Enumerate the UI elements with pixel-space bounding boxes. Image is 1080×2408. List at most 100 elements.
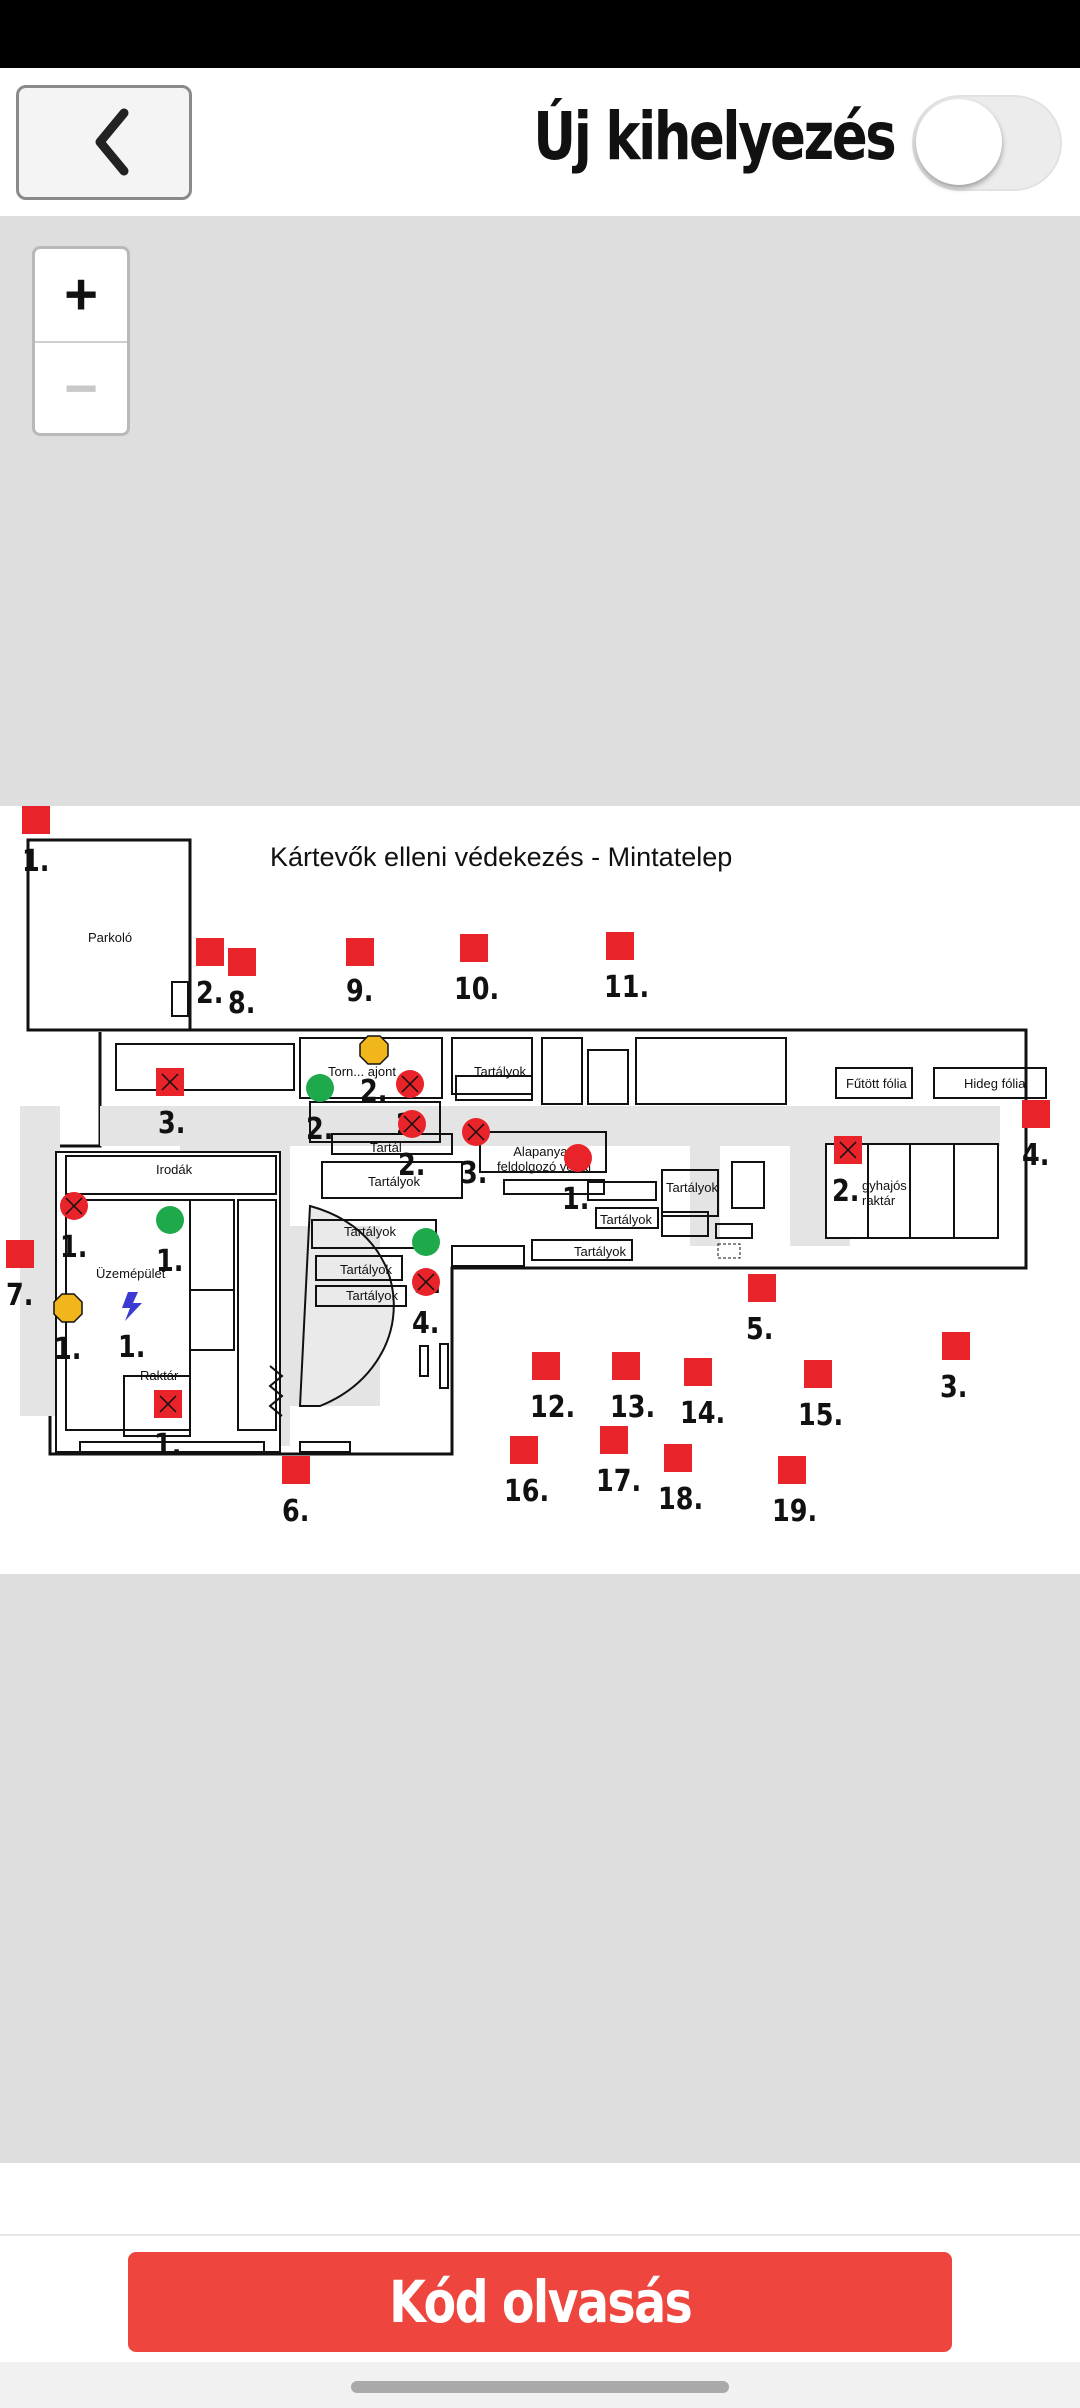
red-square-marker-icon [664, 1444, 692, 1472]
map-marker-label: 2. [196, 976, 224, 1011]
plan-title-site: Mintatelep [607, 842, 733, 872]
room-tanks-label-9: Tartályok [574, 1244, 627, 1259]
map-marker-label: 10. [454, 972, 500, 1007]
red-square-marker-icon [6, 1240, 34, 1268]
floor-plan-drawing [20, 838, 1047, 1456]
map-marker-label: 3. [158, 1106, 186, 1141]
new-placement-toggle[interactable] [912, 95, 1062, 191]
map-marker-label: 7. [6, 1278, 34, 1313]
zoom-out-button[interactable]: − [64, 356, 98, 421]
room-hall-label: Torn... ajont [328, 1064, 396, 1079]
room-tanks-label-4: Tartályok [344, 1224, 397, 1239]
map-marker-label: 14. [680, 1396, 726, 1431]
crossed-circle-marker-icon [396, 1070, 424, 1098]
map-marker-label: 1. [60, 1230, 88, 1265]
red-square-marker-icon [600, 1426, 628, 1454]
map-marker-label: 9. [346, 974, 374, 1009]
crossed-square-marker-icon [156, 1068, 184, 1096]
plan-title: Kártevők elleni védekezés - Mintatelep [270, 842, 732, 873]
red-square-marker-icon [510, 1436, 538, 1464]
toggle-knob [916, 99, 1002, 185]
red-square-marker-icon [804, 1360, 832, 1388]
red-square-marker-icon [684, 1358, 712, 1386]
map-marker-label: 3. [940, 1370, 968, 1405]
crossed-square-marker-icon [834, 1136, 862, 1164]
map-marker-label: 5. [746, 1312, 774, 1347]
room-tanks-label-6: Tartályok [346, 1288, 399, 1303]
crossed-circle-marker-icon [398, 1110, 426, 1138]
crossed-circle-marker-icon [60, 1192, 88, 1220]
room-tanks-label-1: Tartályok [474, 1064, 527, 1079]
red-square-marker-icon [282, 1456, 310, 1484]
room-heated-foil-label: Fűtött fólia [846, 1076, 907, 1091]
map-marker-label: 2. [832, 1174, 860, 1209]
map-marker-label: 19. [772, 1494, 818, 1529]
plan-title-prefix: Kártevők elleni védekezés - [270, 842, 608, 872]
zoom-in-button[interactable]: + [64, 262, 98, 327]
red-square-marker-icon [228, 948, 256, 976]
crossed-circle-marker-icon [412, 1268, 440, 1296]
scan-code-button[interactable]: Kód olvasás [128, 2252, 952, 2352]
red-square-marker-icon [532, 1352, 560, 1380]
map-marker-label: 1. [22, 844, 50, 879]
room-cold-foil-label: Hideg fólia [964, 1076, 1026, 1091]
red-square-marker-icon [346, 938, 374, 966]
room-storage-label: Raktár [140, 1368, 179, 1383]
green-circle-marker-icon [306, 1074, 334, 1102]
lightning-bolt-icon [122, 1292, 142, 1321]
red-square-marker-icon [1022, 1100, 1050, 1128]
map-marker-label: 12. [530, 1390, 576, 1425]
home-indicator[interactable] [351, 2381, 729, 2393]
status-bar [0, 0, 1080, 68]
room-tanks-label-8: Tartályok [600, 1212, 653, 1227]
footer-divider [0, 2234, 1080, 2236]
red-square-marker-icon [606, 932, 634, 960]
map-marker-label: 18. [658, 1482, 704, 1517]
room-tanks-label-3: Tartályok [368, 1174, 421, 1189]
floor-plan[interactable]: Kártevők elleni védekezés - Mintatelep P… [0, 806, 1080, 1574]
map-marker-label: 3. [460, 1156, 488, 1191]
map-marker-label: 6. [282, 1494, 310, 1529]
map-marker-label: 2. [360, 1074, 388, 1109]
red-square-marker-icon [778, 1456, 806, 1484]
room-offices-label: Irodák [156, 1162, 193, 1177]
room-tanks-label-7: Tartályok [666, 1180, 719, 1195]
map-marker-label: 11. [604, 970, 650, 1005]
map-marker-label: 8. [228, 986, 256, 1021]
map-marker-label: 4. [412, 1306, 440, 1341]
room-tanks-label-5: Tartályok [340, 1262, 393, 1277]
green-circle-marker-icon [412, 1228, 440, 1256]
red-square-marker-icon [942, 1332, 970, 1360]
room-plant-label: Üzemépület [96, 1266, 166, 1281]
red-square-marker-icon [748, 1274, 776, 1302]
scan-code-button-label: Kód olvasás [388, 2268, 693, 2336]
page-title: Új kihelyezés [532, 98, 896, 175]
map-marker-label: 16. [504, 1474, 550, 1509]
red-square-marker-icon [460, 934, 488, 962]
yellow-octagon-marker-icon [53, 1293, 83, 1323]
zoom-divider [35, 341, 127, 343]
red-square-marker-icon [22, 806, 50, 834]
room-tanks-label-2: Tartál [370, 1140, 402, 1155]
map-marker-label: 1. [54, 1332, 82, 1367]
map-marker-label: 1. [154, 1428, 182, 1463]
map-marker-label: 1. [562, 1182, 590, 1217]
map-marker-label: 2. [398, 1148, 426, 1183]
red-circle-marker-icon [564, 1144, 592, 1172]
map-marker-label: 2. [306, 1112, 334, 1147]
yellow-octagon-marker-icon [359, 1035, 389, 1065]
room-parking-label: Parkoló [88, 930, 133, 945]
back-button[interactable] [16, 85, 192, 200]
map-marker-label: 1. [156, 1244, 184, 1279]
red-square-marker-icon [196, 938, 224, 966]
crossed-square-marker-icon [154, 1390, 182, 1418]
map-marker-label: 1. [118, 1330, 146, 1365]
map-marker-label: 15. [798, 1398, 844, 1433]
map-marker-label: 13. [610, 1390, 656, 1425]
green-circle-marker-icon [156, 1206, 184, 1234]
chevron-left-icon [95, 108, 129, 176]
red-square-marker-icon [612, 1352, 640, 1380]
zoom-control: + − [32, 246, 130, 436]
map-marker-label: 17. [596, 1464, 642, 1499]
room-cold-storage-label: gyhajós raktár [862, 1178, 907, 1208]
